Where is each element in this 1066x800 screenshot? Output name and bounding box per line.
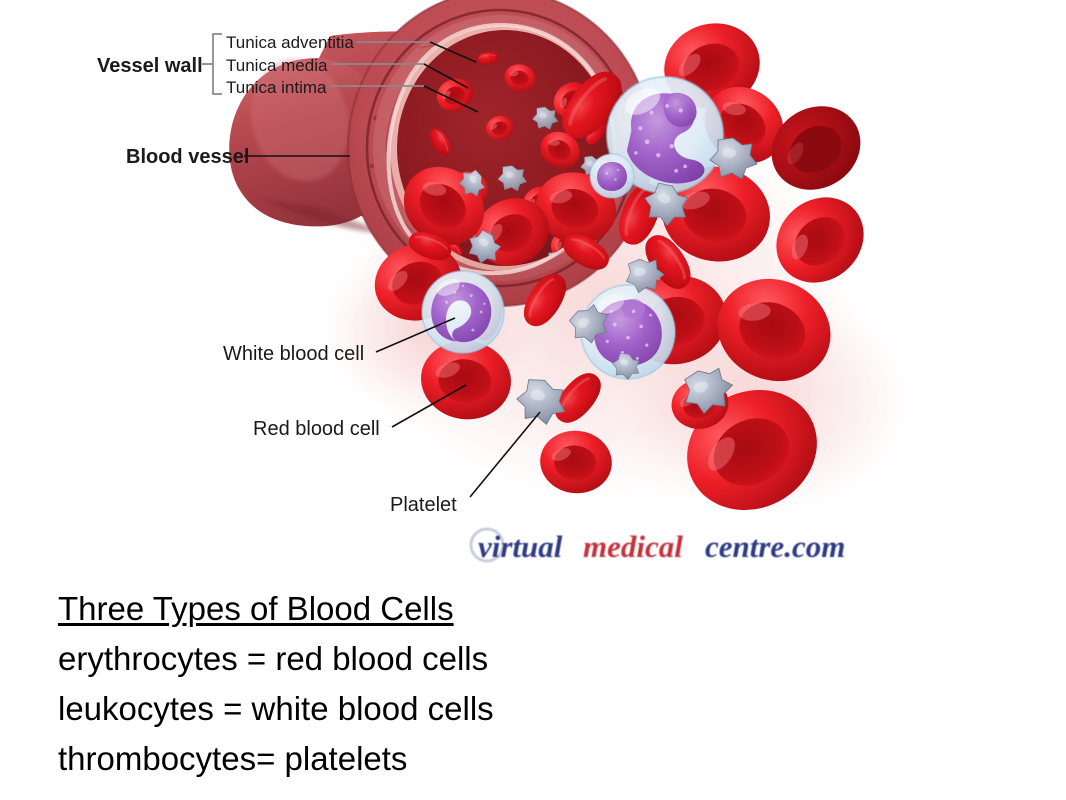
- leader-lines: [244, 41, 541, 498]
- watermark-part-3: centre.com: [705, 529, 845, 564]
- text-heading: Three Types of Blood Cells: [58, 590, 454, 627]
- vessel-wall-bracket: [202, 33, 222, 95]
- red-blood-cell: [771, 106, 861, 190]
- blood-diagram-figure: Vessel wall Tunica adventitia Tunica med…: [97, 0, 930, 564]
- label-tunica-adventitia: Tunica adventitia: [226, 33, 354, 52]
- label-red-blood-cell: Red blood cell: [253, 418, 380, 440]
- white-blood-cell: [605, 75, 725, 195]
- watermark-part-2: medical: [583, 529, 683, 564]
- text-line-leukocytes: leukocytes = white blood cells: [58, 690, 494, 727]
- watermark-ring-icon: [469, 527, 505, 563]
- leader-white-blood-cell: [375, 317, 456, 353]
- label-vessel-wall: Vessel wall: [97, 55, 203, 77]
- text-line-thrombocytes: thrombocytes= platelets: [58, 740, 408, 777]
- leader-red-blood-cell: [391, 384, 467, 428]
- white-blood-cell: [589, 153, 635, 199]
- leader-tunica-media: [423, 63, 469, 89]
- label-platelet: Platelet: [390, 494, 457, 516]
- leader-tunica-adventitia: [429, 41, 477, 63]
- watermark: virtual medical centre.com: [469, 527, 845, 564]
- text-line-erythrocytes: erythrocytes = red blood cells: [58, 640, 489, 677]
- label-white-blood-cell: White blood cell: [223, 343, 364, 365]
- label-blood-vessel: Blood vessel: [126, 146, 249, 168]
- white-blood-cell: [421, 270, 505, 354]
- blood-cells-text-block: Three Types of Blood Cells erythrocytes …: [58, 584, 1018, 784]
- watermark-part-1: virtual: [478, 529, 563, 564]
- leader-tunica-intima: [423, 85, 479, 113]
- label-tunica-intima: Tunica intima: [226, 78, 327, 97]
- blood-diagram-svg: Vessel wall Tunica adventitia Tunica med…: [97, 0, 930, 564]
- free-blood-cells: [364, 11, 881, 533]
- leader-platelet: [469, 411, 541, 498]
- label-tunica-media: Tunica media: [226, 56, 328, 75]
